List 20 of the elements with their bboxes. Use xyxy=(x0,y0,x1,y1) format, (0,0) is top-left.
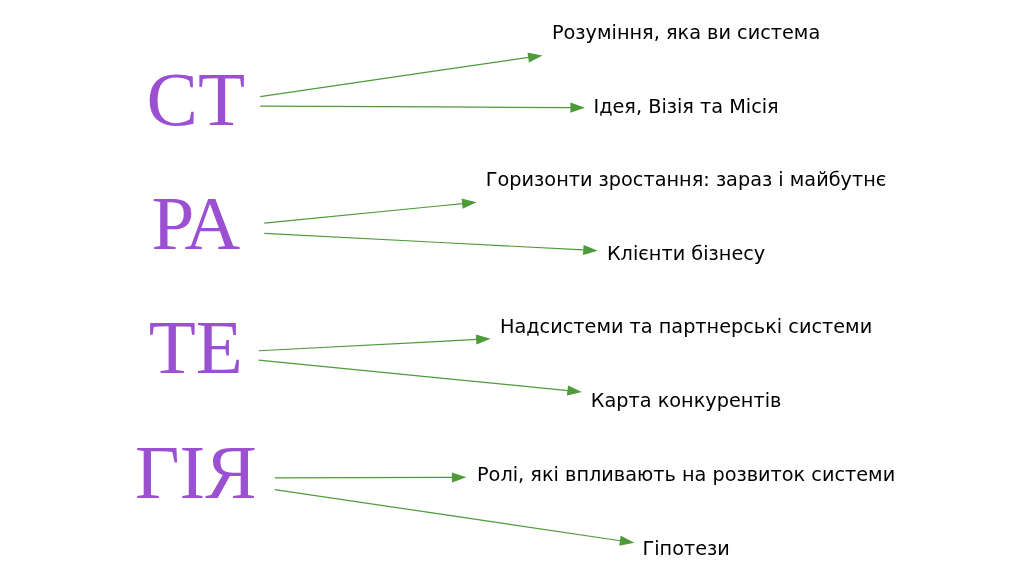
arrow xyxy=(274,472,467,483)
node-text: РА xyxy=(151,180,241,267)
node-text: ГІЯ xyxy=(134,428,257,515)
arrow xyxy=(263,232,598,255)
node-text: Карта конкурентів xyxy=(590,388,782,412)
node-text: Надсистеми та партнерські системи xyxy=(500,315,873,339)
node-text: Ролі, які впливають на розвиток системи xyxy=(477,463,896,487)
node-text: Клієнти бізнесу xyxy=(606,241,766,265)
arrow xyxy=(259,52,543,98)
arrow xyxy=(258,359,582,396)
arrow xyxy=(258,334,491,352)
node-text: Розуміння, яка ви система xyxy=(551,21,821,45)
node-text: Ідея, Візія та Місія xyxy=(593,94,779,118)
arrow xyxy=(259,102,585,113)
node-text: Горизонти зростання: зараз і майбутнє xyxy=(485,168,887,192)
node-text: ТЕ xyxy=(148,304,243,391)
arrow xyxy=(274,488,635,546)
arrow xyxy=(263,198,477,224)
node-text: СТ xyxy=(146,56,245,143)
node-text: Гіпотези xyxy=(642,536,730,560)
